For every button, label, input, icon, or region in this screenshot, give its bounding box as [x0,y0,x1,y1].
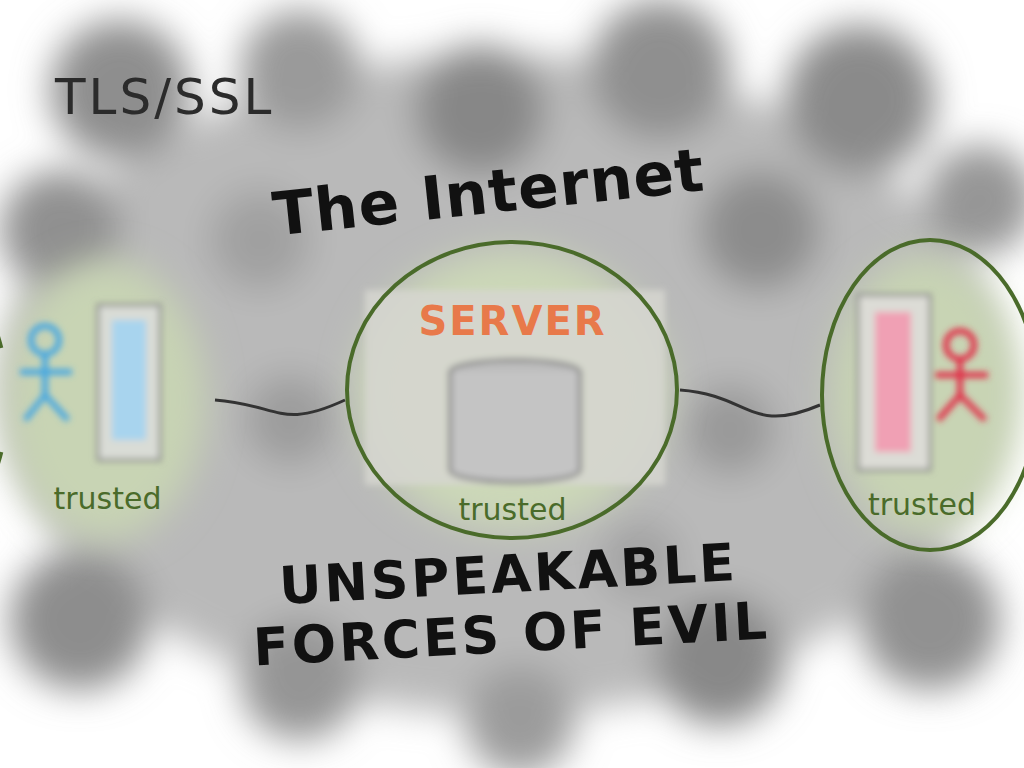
trust-label: trusted [868,487,976,522]
trusted-zone: trusted [0,245,215,555]
trust-label: trusted [53,481,161,516]
connection-line [215,400,345,415]
internet-label: The Internet [270,136,708,250]
trusted-zone: trusted [820,235,1024,555]
connection-line [680,390,820,416]
server-label: SERVER [418,298,606,344]
peer-figure [858,295,988,470]
trust-label: trusted [458,492,566,527]
diagram-title: TLS/SSL [55,68,274,126]
server-illustration [365,290,665,485]
client-figure [20,305,160,460]
trusted-zone: SERVER trusted [345,240,680,540]
trusted-zones [5,250,1020,540]
evil-label: UNSPEAKABLE FORCES OF EVIL [197,529,822,681]
